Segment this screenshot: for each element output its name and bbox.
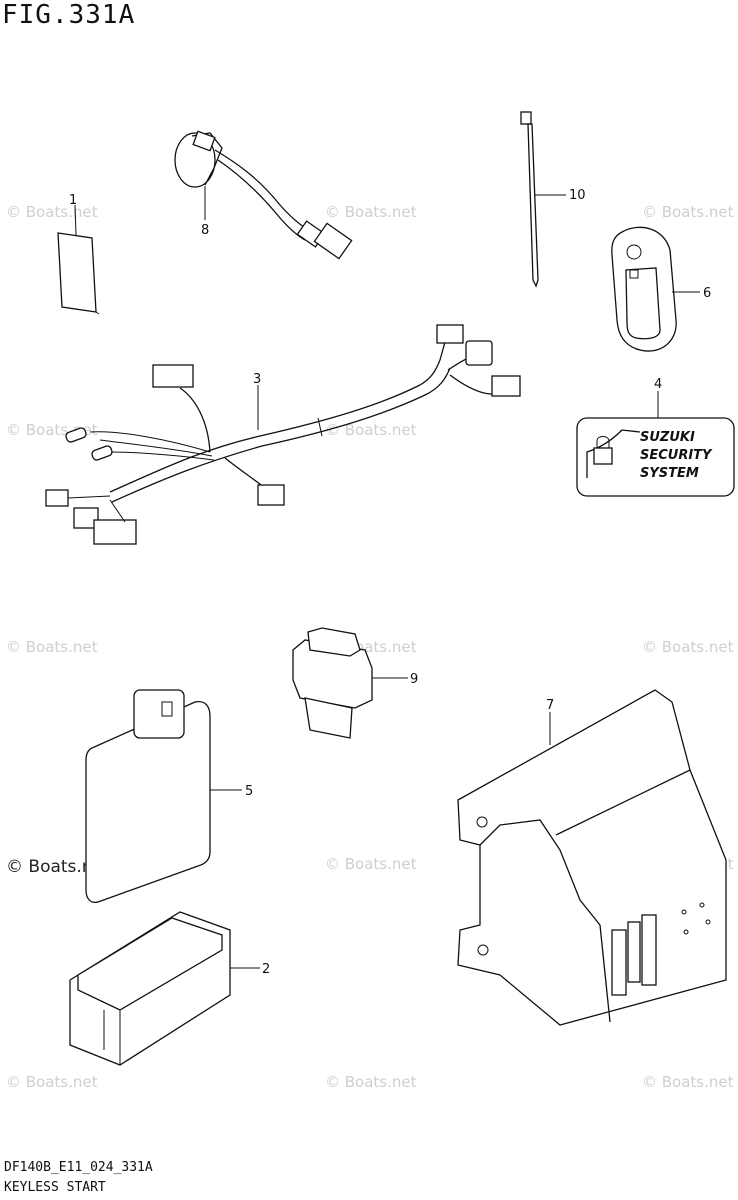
part-4-security-sticker: 4 SUZUKI SECURITY SYSTEM xyxy=(576,377,735,497)
watermark: © Boats.net xyxy=(642,638,734,656)
figure-title: FIG.331A xyxy=(2,0,136,30)
watermark: © Boats.net xyxy=(325,421,417,439)
watermark-strong: © Boats.net xyxy=(6,857,110,877)
part-7-bracket: 7 xyxy=(457,689,727,1026)
part-10-cable-tie: 10 xyxy=(520,111,586,288)
sticker-line-1: SUZUKI xyxy=(640,430,695,445)
callout-2: 2 xyxy=(262,962,270,977)
suzuki-logo-icon xyxy=(626,244,642,260)
part-6-key-fob: 6 xyxy=(611,226,711,352)
part-8-switch-harness: 8 xyxy=(174,130,353,260)
callout-8: 8 xyxy=(201,223,209,238)
sticker-line-2: SECURITY xyxy=(640,448,713,463)
callout-3: 3 xyxy=(253,372,261,387)
padlock-icon xyxy=(593,447,613,465)
diagram-code: DF140B_E11_024_331A xyxy=(4,1160,153,1175)
callout-4: 4 xyxy=(654,377,662,392)
sticker-line-3: SYSTEM xyxy=(640,466,699,481)
watermark: © Boats.net xyxy=(325,855,417,873)
callout-9: 9 xyxy=(410,672,418,687)
part-9-relay: 9 xyxy=(292,627,418,739)
diagram-caption: KEYLESS START xyxy=(4,1180,106,1195)
watermark: © Boats.net xyxy=(642,203,734,221)
callout-5: 5 xyxy=(245,784,253,799)
part-3-wiring-harness: 3 xyxy=(45,324,521,545)
watermark: © Boats.net xyxy=(325,203,417,221)
watermark: © Boats.net xyxy=(6,1073,98,1091)
callout-10: 10 xyxy=(569,188,586,203)
callout-6: 6 xyxy=(703,286,711,301)
watermark: © Boats.net xyxy=(642,1073,734,1091)
part-2-holder: 2 xyxy=(69,911,270,1066)
watermark: © Boats.net xyxy=(6,638,98,656)
part-5-control-unit: 5 xyxy=(85,689,253,904)
watermark: © Boats.net xyxy=(325,1073,417,1091)
part-1-label-card: 1 xyxy=(57,193,100,315)
callout-7: 7 xyxy=(546,698,554,713)
callout-1: 1 xyxy=(69,193,77,208)
